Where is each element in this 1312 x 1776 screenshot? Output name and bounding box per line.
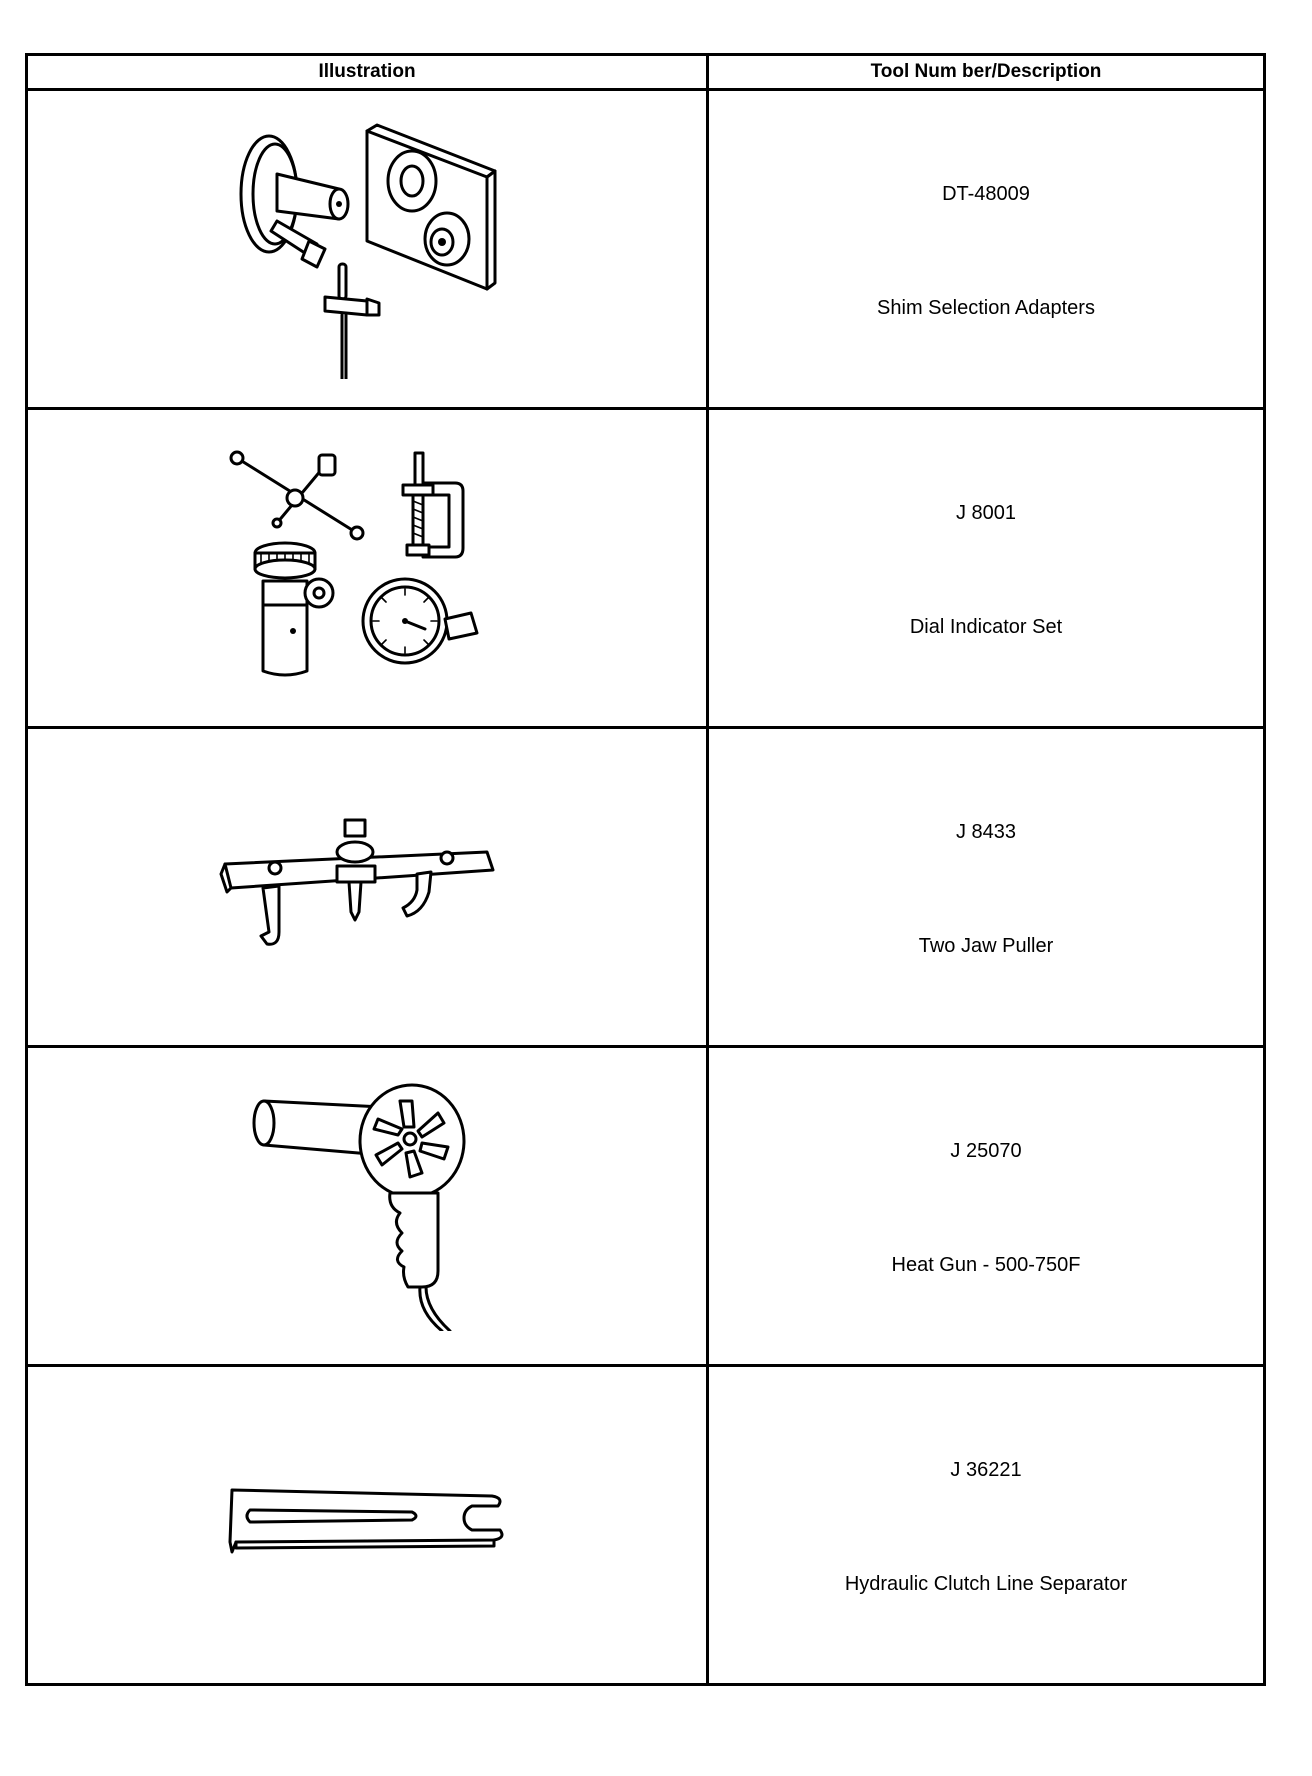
illustration-cell [25, 1045, 709, 1367]
special-tools-table: Illustration Tool Num ber/Description [25, 53, 1266, 1686]
two-jaw-puller-icon [219, 818, 495, 946]
tool-description-cell: DT-48009 Shim Selection Adapters [706, 88, 1266, 410]
tool-description: Hydraulic Clutch Line Separator [844, 1573, 1128, 1595]
table-row: J 25070 Heat Gun - 500-750F [25, 1045, 1266, 1367]
table-row: DT-48009 Shim Selection Adapters [25, 88, 1266, 410]
illustration-cell [25, 726, 709, 1048]
table-row: J 8433 Two Jaw Puller [25, 726, 1266, 1048]
table-row: J 36221 Hydraulic Clutch Line Separator [25, 1364, 1266, 1686]
tool-description: Shim Selection Adapters [877, 297, 1095, 319]
table-header-row: Illustration Tool Num ber/Description [25, 53, 1266, 91]
tool-number: J 25070 [950, 1140, 1022, 1162]
tool-description: Two Jaw Puller [918, 935, 1054, 957]
clutch-line-separator-icon [228, 1488, 504, 1554]
tool-description-cell: J 8001 Dial Indicator Set [706, 407, 1266, 729]
header-illustration: Illustration [25, 53, 709, 91]
tool-description: Dial Indicator Set [909, 616, 1063, 638]
tool-description: Heat Gun - 500-750F [891, 1254, 1081, 1276]
shim-selection-adapters-icon [239, 123, 497, 379]
tool-number: J 8001 [955, 502, 1017, 524]
tool-description-cell: J 8433 Two Jaw Puller [706, 726, 1266, 1048]
table-row: J 8001 Dial Indicator Set [25, 407, 1266, 729]
illustration-cell [25, 88, 709, 410]
tool-description-cell: J 36221 Hydraulic Clutch Line Separator [706, 1364, 1266, 1686]
tool-description-cell: J 25070 Heat Gun - 500-750F [706, 1045, 1266, 1367]
tool-number: J 36221 [950, 1459, 1022, 1481]
heat-gun-icon [252, 1083, 466, 1331]
illustration-cell [25, 407, 709, 729]
illustration-cell [25, 1364, 709, 1686]
tool-number: J 8433 [955, 821, 1017, 843]
header-tool-number-description: Tool Num ber/Description [706, 53, 1266, 91]
dial-indicator-set-icon [229, 450, 479, 677]
tool-number: DT-48009 [942, 183, 1030, 205]
